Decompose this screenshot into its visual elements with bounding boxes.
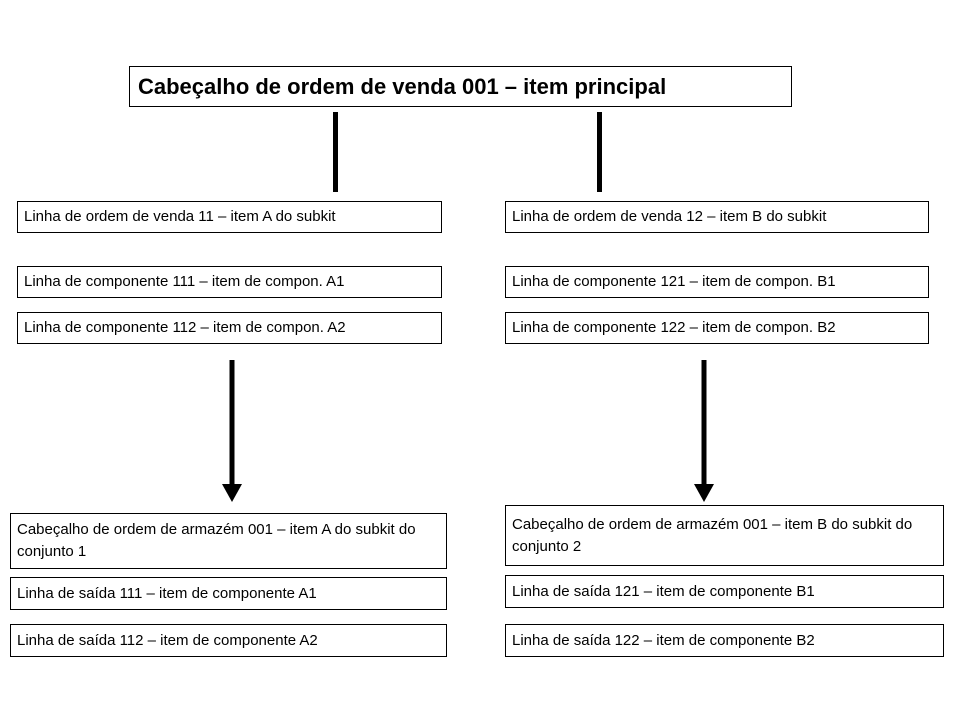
right-warehouse-header-label: Cabeçalho de ordem de armazém 001 – item… (512, 515, 913, 555)
right-down-arrow-icon (694, 360, 714, 502)
sales-order-header-label: Cabeçalho de ordem de venda 001 – item p… (138, 73, 667, 99)
sales-order-header-box: Cabeçalho de ordem de venda 001 – item p… (129, 66, 792, 107)
right-sales-line-label: Linha de ordem de venda 12 – item B do s… (512, 208, 827, 225)
left-warehouse-header-box: Cabeçalho de ordem de armazém 001 – item… (10, 513, 447, 569)
left-component-line-box-1: Linha de componente 111 – item de compon… (17, 266, 442, 298)
right-output-line-box-2: Linha de saída 122 – item de componente … (505, 624, 944, 657)
right-warehouse-header-box: Cabeçalho de ordem de armazém 001 – item… (505, 505, 944, 566)
left-warehouse-header-label: Cabeçalho de ordem de armazém 001 – item… (17, 521, 416, 560)
right-output-line-label-2: Linha de saída 122 – item de componente … (512, 631, 815, 649)
right-component-line-box-1: Linha de componente 121 – item de compon… (505, 266, 929, 298)
left-component-line-label-1: Linha de componente 111 – item de compon… (24, 273, 345, 290)
right-component-line-box-2: Linha de componente 122 – item de compon… (505, 312, 929, 344)
right-connector-line (597, 112, 602, 192)
right-component-line-label-1: Linha de componente 121 – item de compon… (512, 273, 836, 290)
left-output-line-box-2: Linha de saída 112 – item de componente … (10, 624, 447, 657)
right-output-line-box-1: Linha de saída 121 – item de componente … (505, 575, 944, 608)
left-down-arrow-icon (222, 360, 242, 502)
left-sales-line-box: Linha de ordem de venda 11 – item A do s… (17, 201, 442, 233)
left-connector-line (333, 112, 338, 192)
left-sales-line-label: Linha de ordem de venda 11 – item A do s… (24, 208, 336, 225)
left-component-line-box-2: Linha de componente 112 – item de compon… (17, 312, 442, 344)
left-component-line-label-2: Linha de componente 112 – item de compon… (24, 319, 346, 336)
right-sales-line-box: Linha de ordem de venda 12 – item B do s… (505, 201, 929, 233)
left-output-line-box-1: Linha de saída 111 – item de componente … (10, 577, 447, 610)
right-output-line-label-1: Linha de saída 121 – item de componente … (512, 582, 815, 600)
right-component-line-label-2: Linha de componente 122 – item de compon… (512, 319, 836, 336)
left-output-line-label-1: Linha de saída 111 – item de componente … (17, 584, 317, 602)
left-output-line-label-2: Linha de saída 112 – item de componente … (17, 631, 318, 649)
